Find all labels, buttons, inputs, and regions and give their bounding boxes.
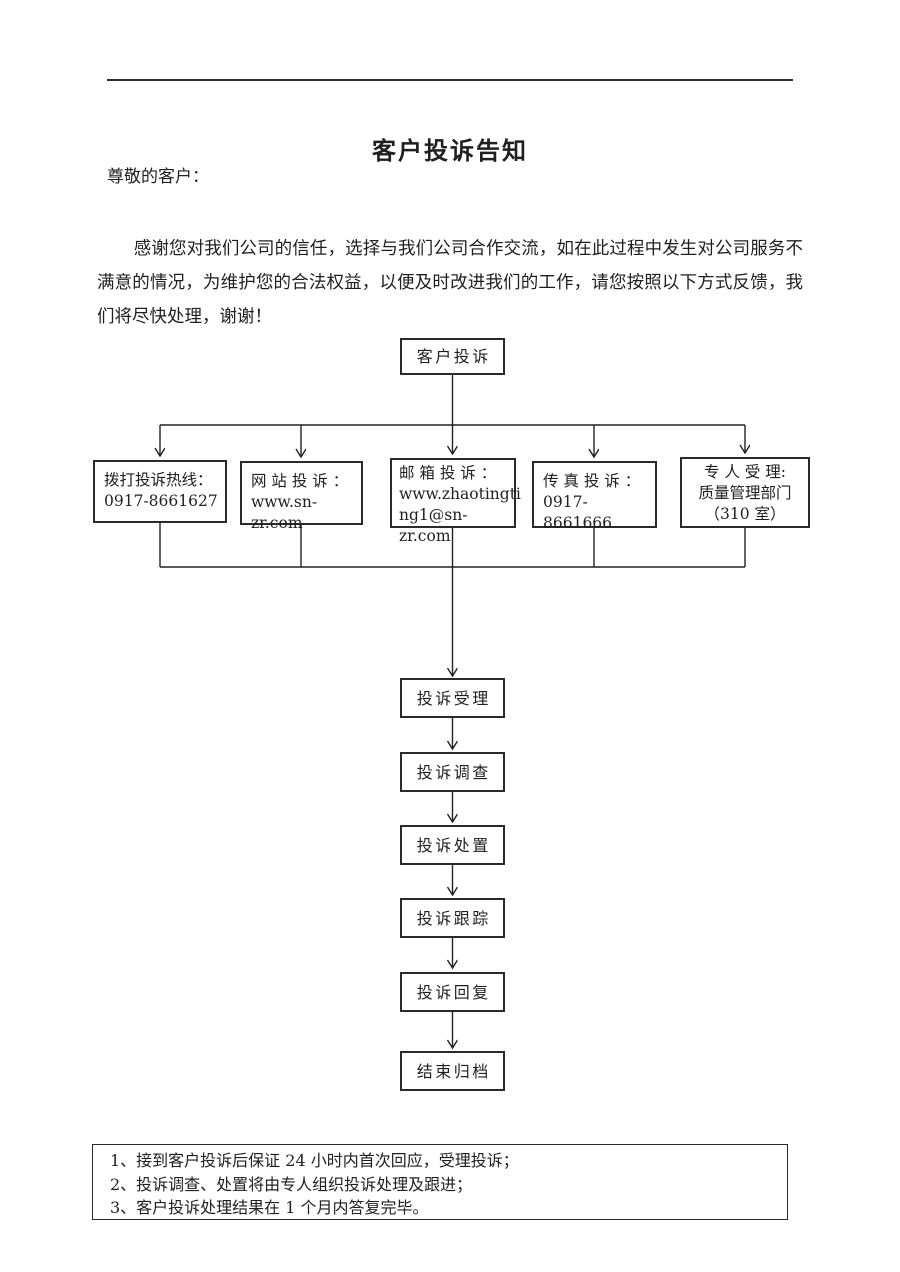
flow-step-label: 投诉回复: [416, 982, 491, 1002]
flow-step-handling: 投诉处置: [400, 825, 505, 865]
salutation: 尊敬的客户：: [107, 167, 209, 187]
flow-node-email: 邮 箱 投 诉 ： www.zhaotingti ng1@sn-zr.com: [390, 458, 521, 545]
flow-node-dedicated-staff: 专 人 受 理: 质量管理部门 （310 室）: [680, 457, 810, 528]
flow-step-reply: 投诉回复: [400, 972, 505, 1012]
flow-step-acceptance: 投诉受理: [400, 678, 505, 718]
channel-value: （310 室）: [704, 505, 786, 523]
flow-step-investigation: 投诉调查: [400, 752, 505, 792]
flow-step-label: 结束归档: [416, 1061, 491, 1081]
flow-step-label: 投诉调查: [416, 762, 491, 782]
footnote-item: 1、接到客户投诉后保证 24 小时内首次回应，受理投诉；: [110, 1151, 519, 1170]
flow-node-fax: 传 真 投 诉 ： 0917-8661666: [532, 461, 657, 532]
channel-label: 网 站 投 诉 ：: [251, 472, 349, 490]
footnote-item: 2、投诉调查、处置将由专人组织投诉处理及跟进；: [110, 1174, 473, 1194]
flow-step-label: 投诉跟踪: [416, 908, 491, 928]
page-title: 客户投诉告知: [372, 137, 528, 166]
channel-label: 邮 箱 投 诉 ：: [399, 464, 497, 482]
flow-node-customer-complaint: 客户投诉: [400, 338, 505, 375]
flow-step-archive: 结束归档: [400, 1051, 505, 1091]
header-rule: [107, 79, 793, 81]
flow-step-label: 投诉受理: [416, 688, 491, 708]
footnotes-box: 1、接到客户投诉后保证 24 小时内首次回应，受理投诉； 2、投诉调查、处置将由…: [92, 1144, 788, 1220]
flow-node-website: 网 站 投 诉 ： www.sn-zr.com: [240, 461, 363, 532]
channel-label: 拨打投诉热线：: [104, 471, 213, 489]
channel-value: 0917-8661666: [543, 493, 613, 532]
flow-step-tracking: 投诉跟踪: [400, 898, 505, 938]
flow-node-hotline: 拨打投诉热线： 0917-8661627: [93, 460, 227, 523]
channel-value: ng1@sn-zr.com: [399, 506, 468, 545]
channel-value: 质量管理部门: [698, 484, 792, 502]
channel-value: www.zhaotingti: [399, 485, 521, 503]
channel-label: 传 真 投 诉 ：: [543, 472, 641, 490]
channel-value: 0917-8661627: [104, 492, 218, 510]
channel-label: 专 人 受 理:: [703, 463, 786, 481]
footnote-item: 3、客户投诉处理结果在 1 个月内答复完毕。: [110, 1198, 429, 1217]
channel-value: www.sn-zr.com: [251, 493, 318, 532]
flow-node-label: 客户投诉: [416, 347, 491, 366]
intro-paragraph: 感谢您对我们公司的信任，选择与我们公司合作交流，如在此过程中发生对公司服务不满意…: [97, 238, 803, 327]
flow-step-label: 投诉处置: [416, 835, 491, 855]
